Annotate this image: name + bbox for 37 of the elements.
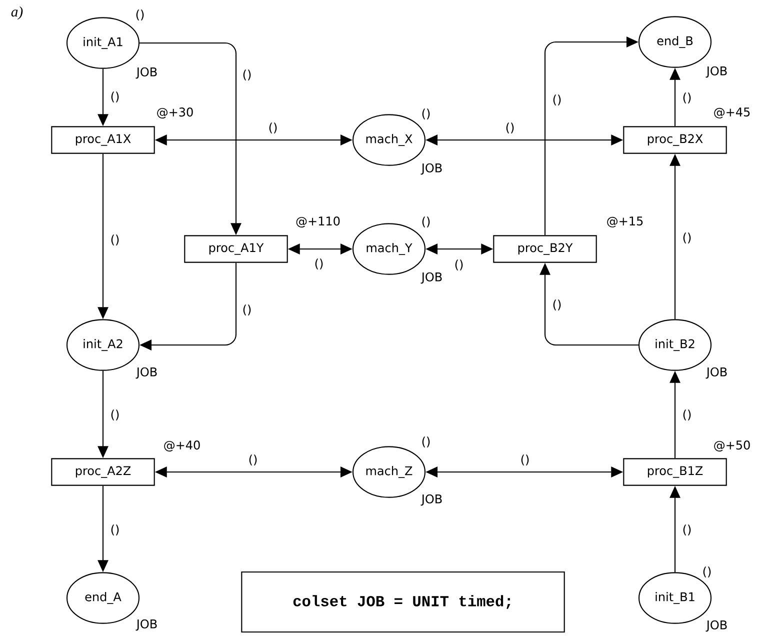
transition-box: proc_B2X <box>623 126 727 154</box>
edge-label: () <box>681 91 694 105</box>
edge-label: () <box>312 257 326 271</box>
edge-label: () <box>551 298 564 312</box>
transition-box: proc_B1Z <box>623 458 727 486</box>
declaration-box: colset JOB = UNIT timed; <box>241 571 565 633</box>
edge-label: () <box>681 523 694 537</box>
edge-label: () <box>108 523 122 537</box>
node-annotation: JOB <box>420 163 442 175</box>
transition-box: proc_A1Y <box>184 235 288 263</box>
node-annotation: @+30 <box>157 108 193 118</box>
edge-label: () <box>108 408 122 422</box>
edge-label: () <box>519 453 532 467</box>
edge-label: () <box>108 90 122 104</box>
edge-label: () <box>108 233 122 247</box>
transition-box: proc_A1X <box>51 126 155 154</box>
edge-label: () <box>453 258 466 272</box>
panel-label: a) <box>11 6 23 20</box>
node-annotation: @+110 <box>296 216 340 228</box>
node-annotation: JOB <box>136 67 157 79</box>
edge-label: () <box>241 303 254 317</box>
node-annotation: @+50 <box>714 440 750 452</box>
node-annotation: @+15 <box>607 216 643 228</box>
node-annotation: () <box>422 436 430 448</box>
edge-label: () <box>551 93 564 107</box>
transition-box: proc_A2Z <box>51 458 155 486</box>
edge-label: () <box>504 121 516 135</box>
node-annotation: JOB <box>706 66 727 78</box>
node-annotation: JOB <box>420 272 442 284</box>
edge-label: () <box>681 408 694 422</box>
node-annotation: @+45 <box>714 108 750 118</box>
node-annotation: @+40 <box>164 440 200 452</box>
edge-label: () <box>241 68 254 82</box>
transition-box: proc_B2Y <box>493 235 597 263</box>
edge-label: () <box>247 453 260 467</box>
edge-label: () <box>681 231 694 245</box>
edge-label: () <box>267 121 280 135</box>
